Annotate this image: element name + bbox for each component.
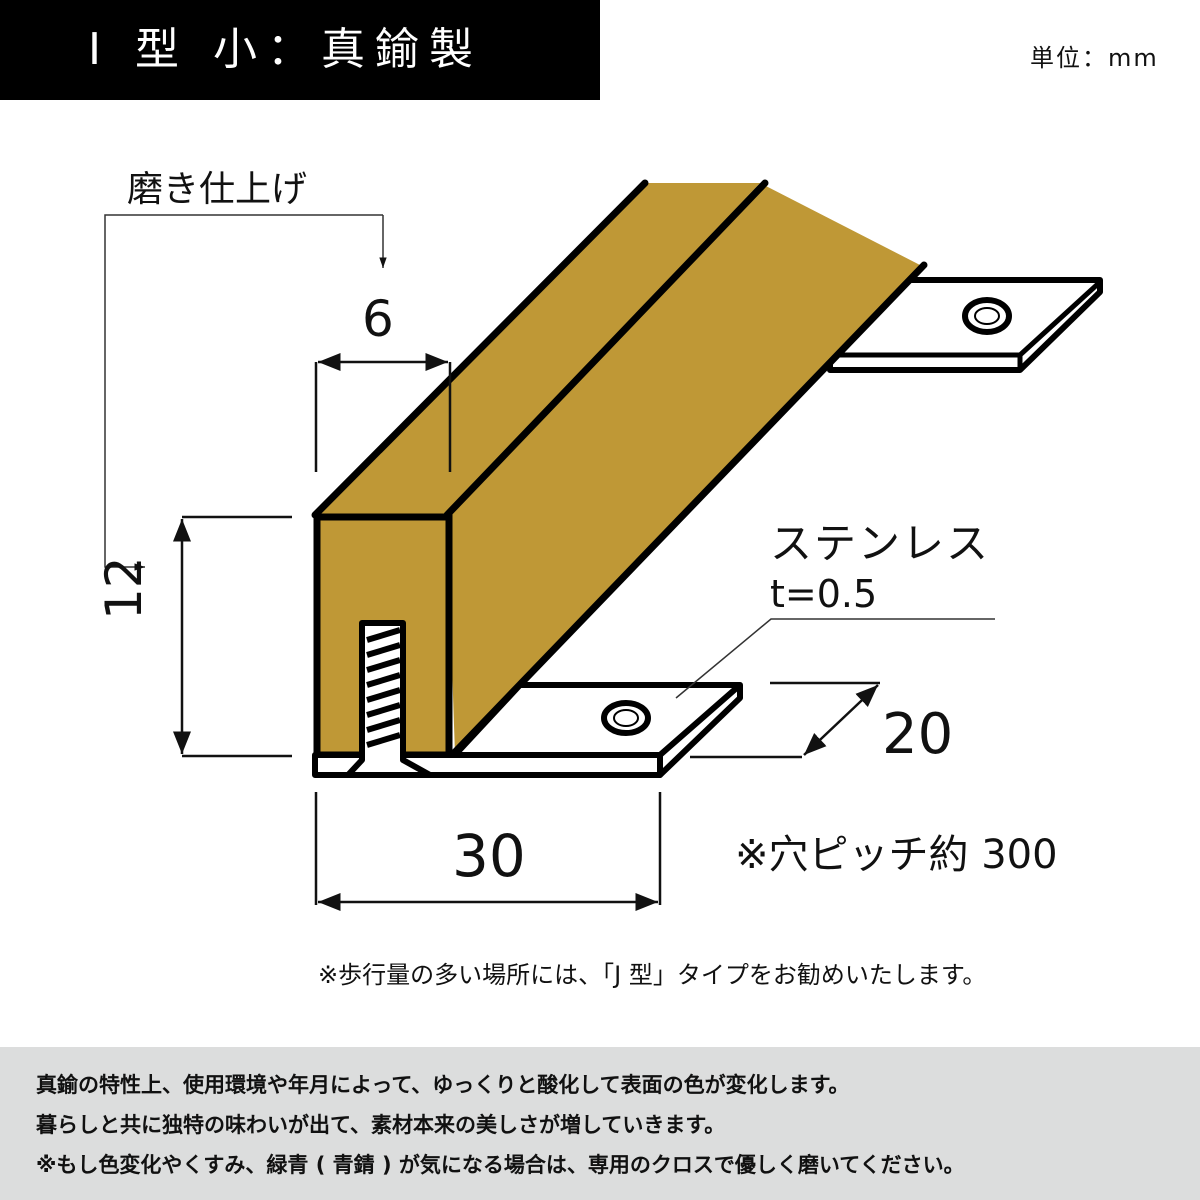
notice-panel: 真鍮の特性上、使用環境や年月によって、ゆっくりと酸化して表面の色が変化します。 … [0,1047,1200,1200]
back-mounting-plate [827,277,1103,373]
screw-hole-icon [601,700,651,736]
hole-pitch-note: ※穴ピッチ約 300 [735,832,1058,878]
thickness-label: t=0.5 [770,572,878,616]
finish-leader [104,214,387,571]
screw-icon [345,620,433,778]
notice-line: ※もし色変化やくすみ、緑青 ( 青錆 ) が気になる場合は、専用のクロスで優しく… [36,1153,965,1177]
plate-depth-dimension-label: 20 [882,702,954,767]
material-label: ステンレス [770,519,991,568]
dim-width-6 [314,353,452,472]
notice-line: 暮らしと共に独特の味わいが出て、素材本来の美しさが増していきます。 [36,1113,726,1137]
page-title: I 型 小：真鍮製 [88,24,483,75]
dim-height-12 [173,515,292,758]
title-bar: I 型 小：真鍮製 [0,0,600,100]
stainless-leader [675,618,995,699]
finish-label: 磨き仕上げ [127,169,308,210]
width-dimension-label: 6 [362,290,394,348]
height-dimension-label: 12 [95,556,153,620]
notice-line: 真鍮の特性上、使用環境や年月によって、ゆっくりと酸化して表面の色が変化します。 [36,1073,850,1097]
base-width-dimension-label: 30 [452,822,526,890]
unit-label: 単位：mm [1030,44,1159,72]
dim-depth-20 [690,681,880,759]
screw-hole-icon [962,297,1012,335]
front-mounting-plate [312,682,743,778]
product-diagram [104,179,1103,911]
brass-bar [311,179,928,759]
dim-base-30 [314,792,662,911]
recommendation-note: ※歩行量の多い場所には、「J 型」タイプをお勧めいたします。 [318,961,987,989]
